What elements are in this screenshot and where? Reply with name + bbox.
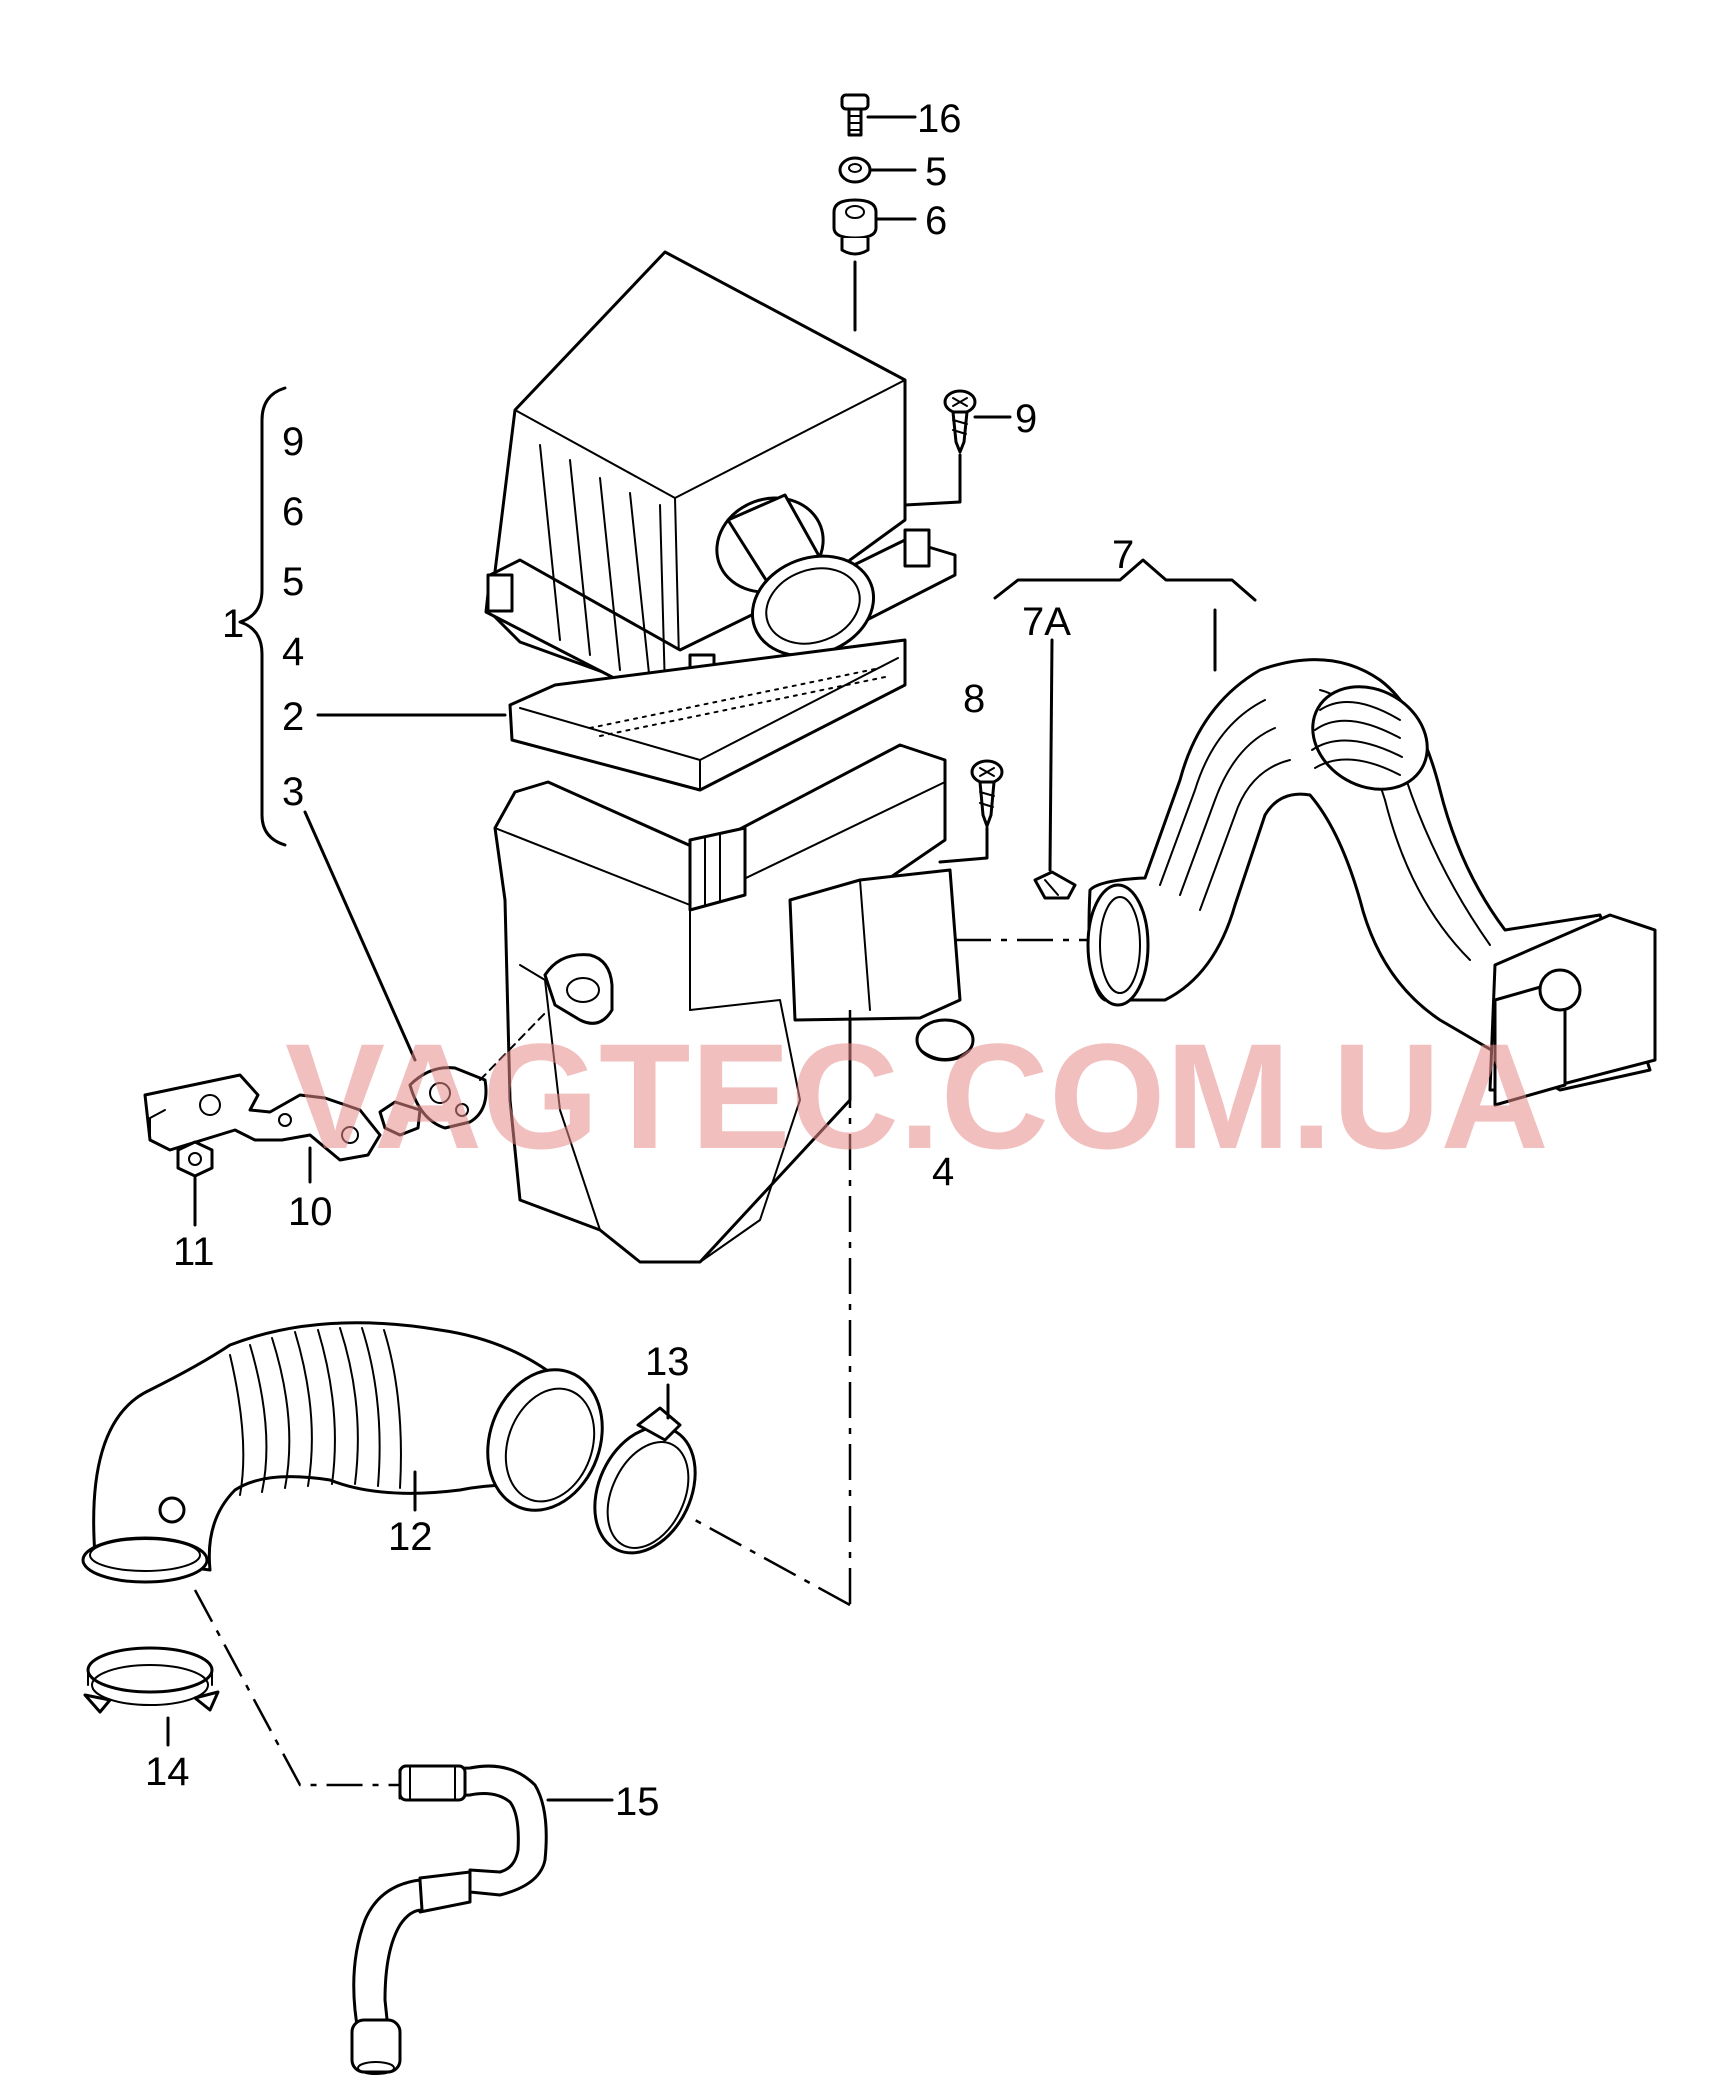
label-9-screw: 9 [1015,397,1037,441]
grommet-6 [832,198,878,256]
intake-duct-7 [1086,658,1657,1107]
clip-7A [1033,870,1077,900]
intake-neck [715,493,876,658]
label-16: 16 [917,97,962,141]
screw-8-leader [938,826,989,864]
label-13: 13 [645,1340,690,1384]
label-5-group: 5 [282,560,304,604]
label-14: 14 [145,1750,190,1794]
label-4-group: 4 [282,630,304,674]
part-labels: 16 5 6 9 9 6 5 4 2 3 1 7 7A 8 4 10 11 13… [145,97,1134,1824]
grommet-4 [915,1018,975,1062]
leader-lines [166,115,1257,1802]
screw-8 [970,759,1004,828]
clamp-13 [593,1406,697,1555]
screw-9-leader [903,453,962,507]
bolt-16 [840,93,870,137]
label-4: 4 [932,1150,954,1194]
hose-12 [81,1321,604,1584]
label-1: 1 [222,602,244,646]
label-12: 12 [388,1515,433,1559]
filter-element-2 [508,638,907,792]
stud-3 [378,1066,488,1137]
screw-9 [943,389,977,454]
label-7: 7 [1112,533,1134,577]
label-6-group: 6 [282,490,304,534]
bracket-10 [143,1073,382,1162]
label-5-top: 5 [925,150,947,194]
nut-11 [176,1140,214,1178]
breather-hose-15 [350,1764,548,2075]
label-3-group: 3 [282,770,304,814]
label-6-top: 6 [925,199,947,243]
label-7A: 7A [1022,600,1071,644]
clamp-14 [83,1646,220,1714]
watermark: VAGTEC.COM.UA [285,1012,1549,1180]
stud-3-axis [479,1009,549,1081]
label-8: 8 [963,677,985,721]
label-15: 15 [615,1780,660,1824]
washer-5 [838,156,872,184]
label-11: 11 [173,1230,215,1274]
label-10: 10 [288,1190,333,1234]
label-2-group: 2 [282,695,304,739]
air-filter-lower-housing [493,743,962,1264]
assembly-guide-lines [193,938,1088,1787]
label-9-group: 9 [282,420,304,464]
